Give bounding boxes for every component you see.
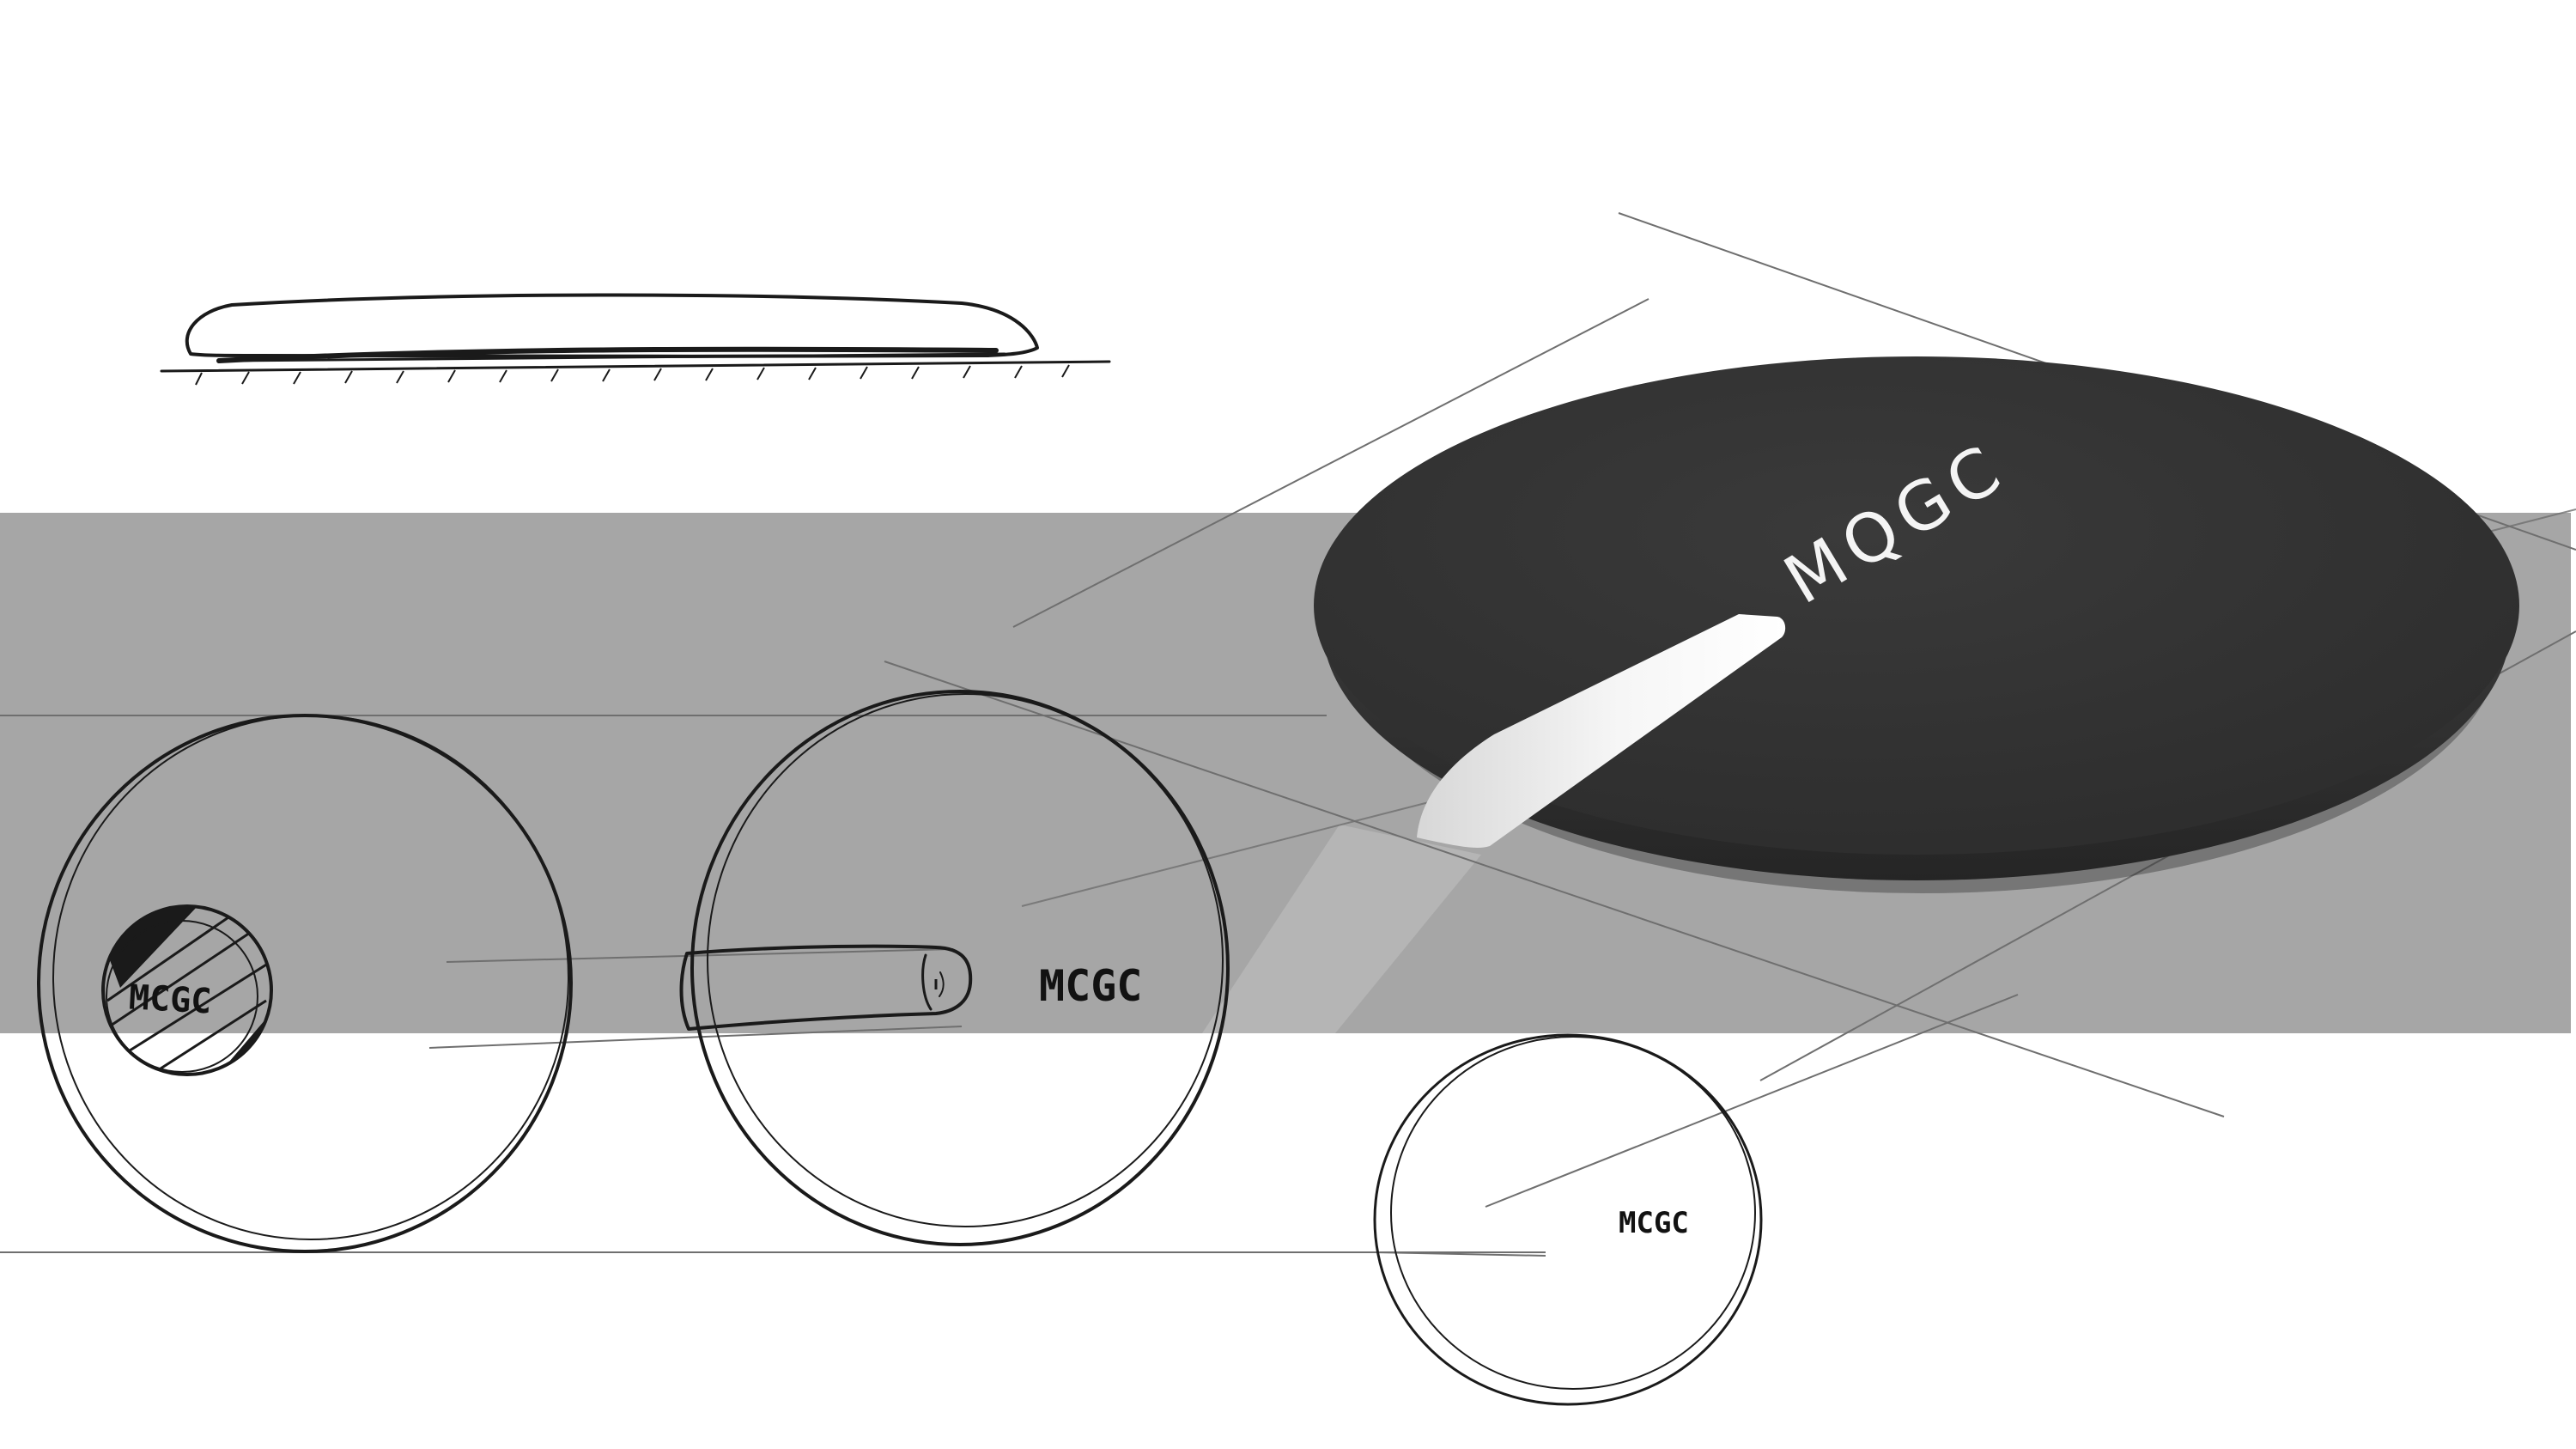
render-light-strip — [1417, 614, 1786, 848]
bottom-puck-sketch: MCGC — [1373, 1033, 1763, 1406]
bottom-puck-brand-text: MCGC — [1619, 1206, 1689, 1240]
side-profile-sketch — [160, 293, 1111, 386]
left-badge-brand-text: MCGC — [128, 977, 213, 1021]
middle-puck-brand-text: MCGC — [1039, 961, 1142, 1011]
middle-puck-slot — [679, 944, 973, 1031]
light-beam — [1202, 825, 1481, 1033]
middle-puck-sketch: MCGC — [679, 690, 1230, 1246]
left-circle-sketch: MCGC — [37, 714, 573, 1253]
rendered-device: MQGC — [1314, 356, 2519, 893]
